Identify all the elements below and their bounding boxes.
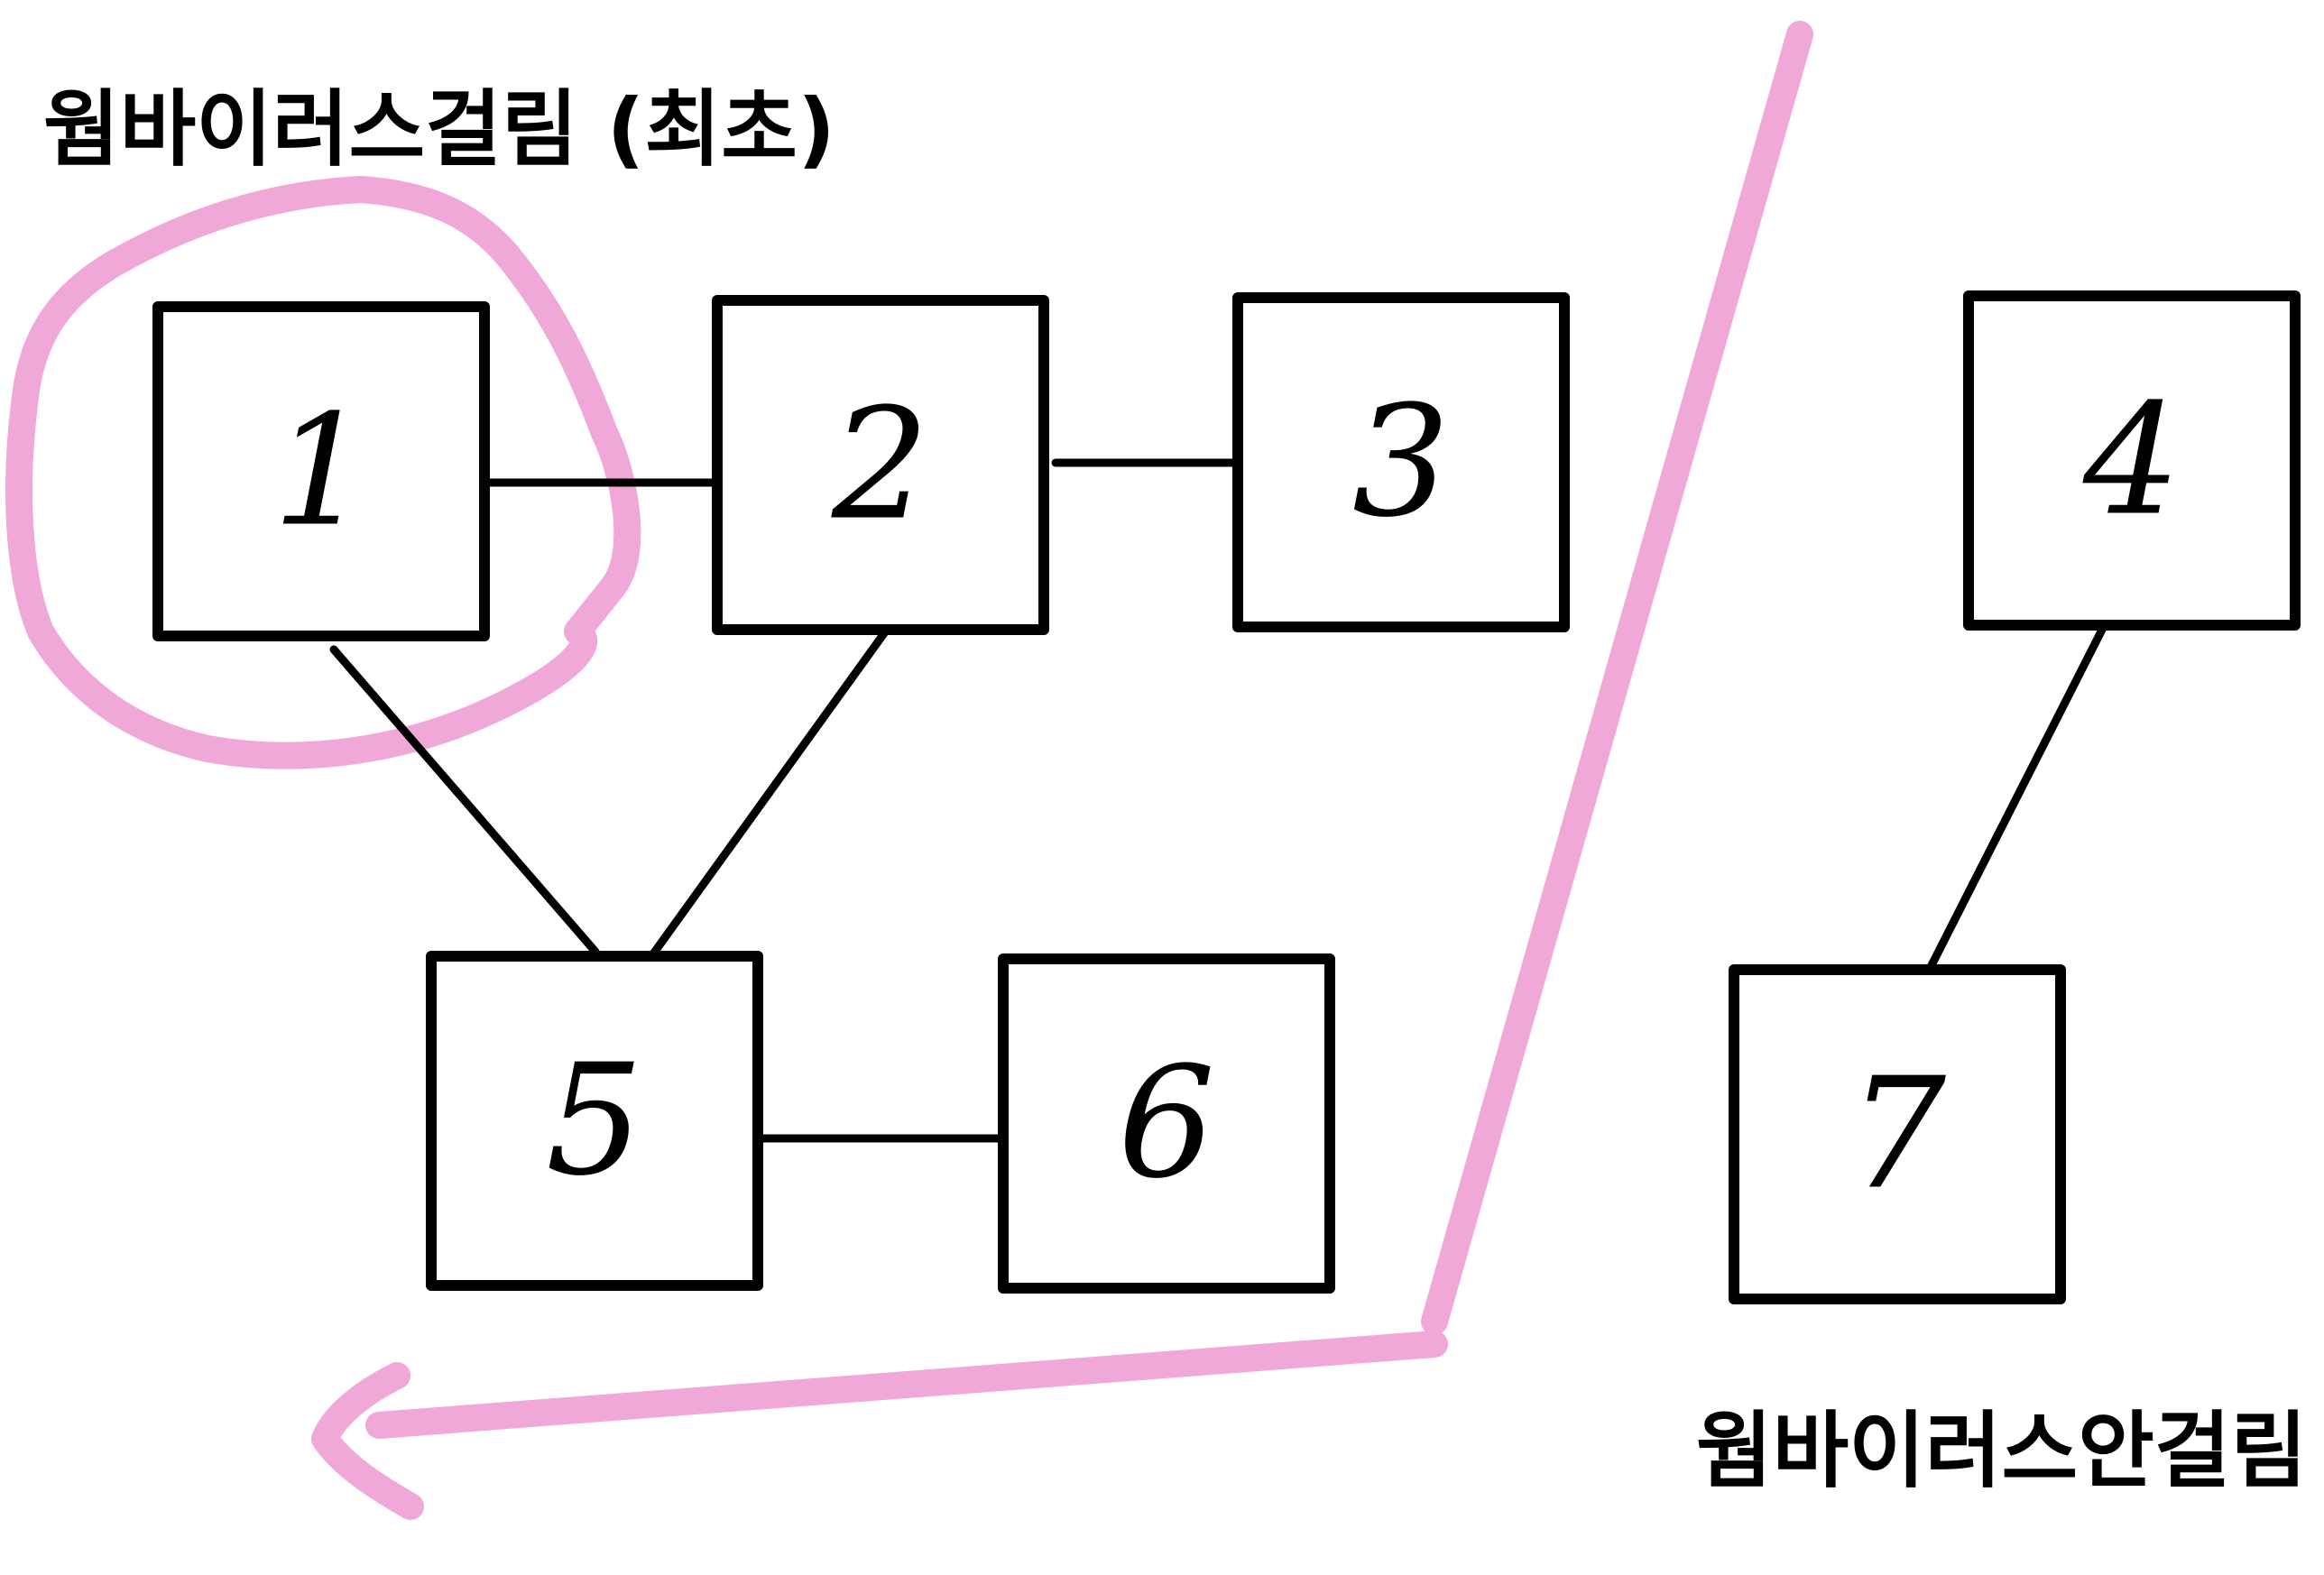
- node-label-1: 1: [272, 382, 370, 561]
- node-2: 2: [712, 295, 1049, 635]
- node-box-5: [426, 951, 763, 1291]
- node-label-6: 6: [1118, 1035, 1215, 1213]
- node-box-6: [998, 953, 1335, 1294]
- edges-layer: [329, 458, 2107, 1143]
- node-3: 3: [1232, 292, 1570, 632]
- node-box-7: [1729, 964, 2066, 1304]
- infected-highlight-circle: [5, 176, 641, 769]
- node-6: 6: [998, 953, 1335, 1294]
- node-1: 1: [152, 301, 490, 641]
- edge-1-5: [329, 645, 600, 956]
- node-label-2: 2: [831, 376, 929, 555]
- node-4: 4: [1963, 290, 2301, 631]
- nodes-layer: 1 2 3 4 5 6 7: [152, 290, 2301, 1304]
- node-label-7: 7: [1849, 1045, 1946, 1224]
- infected-annotation: 웜바이러스걸림 (최초): [43, 81, 835, 178]
- not-infected-annotation: 웜바이러스안걸림: [1696, 1403, 2307, 1499]
- node-box-4: [1963, 290, 2301, 631]
- node-7: 7: [1729, 964, 2066, 1304]
- node-box-1: [152, 301, 490, 641]
- node-box-3: [1232, 292, 1570, 632]
- arrow-head-icon: [311, 1362, 424, 1520]
- node-5: 5: [426, 951, 763, 1291]
- node-label-5: 5: [546, 1032, 643, 1211]
- node-box-2: [712, 295, 1049, 635]
- node-label-4: 4: [2082, 372, 2181, 550]
- edge-4-7: [1926, 625, 2107, 972]
- edge-2-5: [645, 629, 889, 963]
- divider-line: [1421, 21, 1813, 1335]
- arrow-shaft: [365, 1331, 1448, 1439]
- node-label-3: 3: [1352, 373, 1450, 552]
